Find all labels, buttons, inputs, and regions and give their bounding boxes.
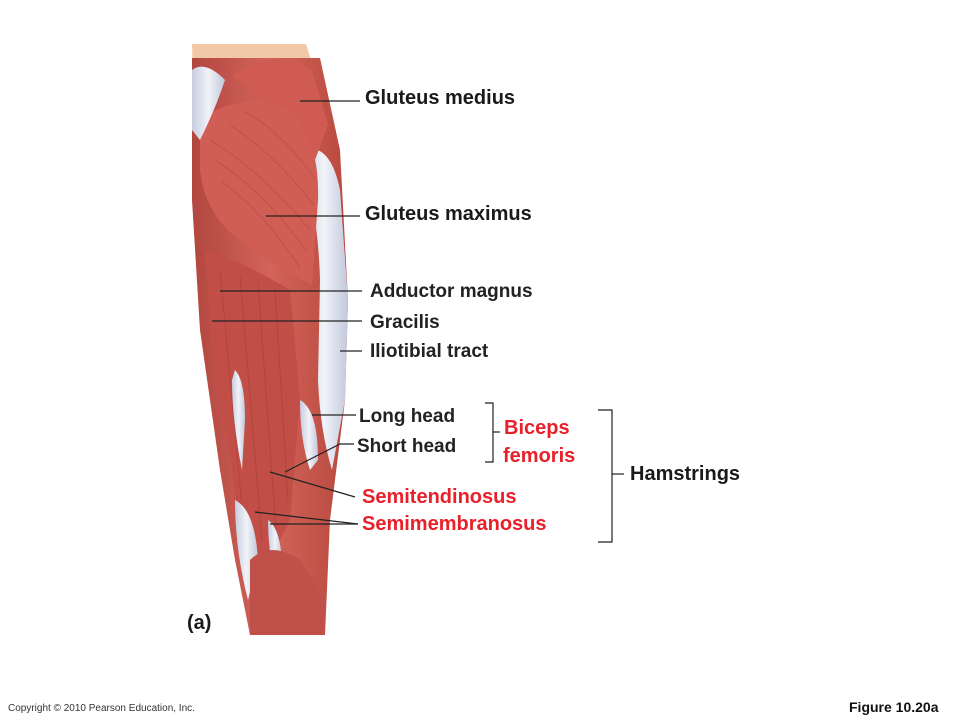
tendon-streak-2 — [300, 400, 318, 470]
label-long-head: Long head — [359, 406, 456, 427]
label-semimembranosus: Semimembranosus — [362, 513, 547, 535]
label-adductor-magnus: Adductor magnus — [370, 281, 533, 302]
label-femoris: femoris — [503, 445, 576, 467]
label-biceps: Biceps — [504, 417, 570, 439]
panel-label: (a) — [187, 612, 212, 634]
figure-number: Figure 10.20a — [849, 699, 939, 715]
label-iliotibial-tract: Iliotibial tract — [370, 341, 489, 362]
tendon-streak-1 — [232, 370, 245, 470]
gluteus-maximus-shape — [200, 102, 319, 285]
iliotibial-tract-shape — [300, 148, 348, 471]
label-semitendinosus: Semitendinosus — [362, 486, 517, 508]
hamstring-bellies — [205, 250, 300, 560]
label-hamstrings: Hamstrings — [630, 463, 741, 485]
label-gluteus-medius: Gluteus medius — [365, 87, 516, 109]
label-gluteus-maximus: Gluteus maximus — [365, 203, 532, 225]
label-short-head: Short head — [357, 436, 457, 457]
lower-muscles — [250, 550, 325, 635]
label-gracilis: Gracilis — [370, 312, 440, 333]
fascia-left — [192, 66, 225, 140]
copyright-notice: Copyright © 2010 Pearson Education, Inc. — [8, 703, 195, 714]
